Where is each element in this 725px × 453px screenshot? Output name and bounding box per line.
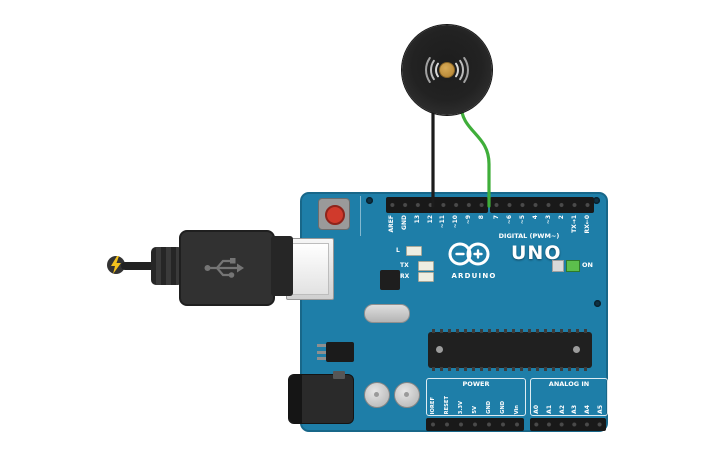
buzzer-sound-waves-icon (425, 57, 469, 83)
reset-button[interactable] (318, 198, 350, 230)
pin-label: 13 (413, 215, 421, 224)
board-model-text: UNO (511, 242, 562, 264)
analog-section: ANALOG IN A0 A1 A2 A3 A4 A5 (530, 378, 608, 416)
capacitor (394, 382, 420, 408)
pin-label: ~10 (452, 215, 460, 229)
usb-trident-icon (204, 258, 244, 278)
pin-label: AREF (388, 215, 396, 233)
power-section: POWER IOREF RESET 3.3V 5V GND GND Vin (426, 378, 526, 416)
led-l (406, 246, 422, 256)
chip-marker-dot (436, 346, 443, 353)
pin-label: ~11 (439, 215, 447, 229)
pin-label: IOREF (430, 396, 437, 414)
pin-label: RX←0 (583, 215, 591, 234)
pin-label: 7 (492, 215, 500, 220)
pin-label: Vin (514, 404, 521, 414)
digital-section-label: DIGITAL (PWM~) (498, 232, 560, 240)
analog-header[interactable] (530, 418, 606, 431)
led-l-label: L (396, 247, 400, 254)
usb-plug-body (179, 230, 275, 306)
capacitor (364, 382, 390, 408)
board-brand-text: ARDUINO (451, 272, 497, 280)
usb-cable-strain-relief (151, 247, 183, 285)
pin-label: GND (486, 401, 493, 414)
pin-label: 5V (472, 406, 479, 414)
silkscreen-line (360, 196, 361, 236)
pin-label: A2 (558, 405, 566, 414)
pin-label: A4 (583, 405, 591, 414)
pin-label: 4 (531, 215, 539, 220)
pin-label: 2 (557, 215, 565, 220)
regulator-leg (317, 344, 326, 347)
piezo-buzzer[interactable] (402, 25, 492, 115)
reset-button-cap (325, 205, 345, 225)
analog-pin-labels: A0 A1 A2 A3 A4 A5 (531, 389, 607, 414)
pin-label: A3 (571, 405, 579, 414)
pin-label: GND (500, 401, 507, 414)
usb-cable[interactable] (105, 225, 297, 307)
pin-label: ~5 (518, 215, 526, 225)
pin-label: ~9 (464, 215, 472, 225)
mounting-hole (366, 197, 373, 204)
pin-label: RESET (444, 395, 451, 414)
led-tx-label: TX (400, 262, 409, 269)
power-header[interactable] (426, 418, 524, 431)
led-rx (418, 272, 434, 282)
usb-interface-chip (380, 270, 400, 290)
regulator-leg (317, 350, 326, 354)
barrel-jack-opening (289, 375, 302, 423)
mounting-hole (593, 197, 600, 204)
pin-label: 8 (477, 215, 485, 220)
barrel-jack-tab (333, 371, 345, 379)
usb-cable-cord (121, 262, 157, 270)
led-rx-label: RX (400, 273, 410, 280)
pin-label: TX→1 (570, 215, 578, 233)
digital-header-left[interactable] (386, 197, 488, 213)
usb-plug-collar (271, 236, 293, 296)
crystal-oscillator (364, 304, 410, 323)
pin-label: ~6 (505, 215, 513, 225)
arduino-infinity-logo-icon (448, 242, 490, 266)
power-section-label: POWER (462, 380, 490, 388)
led-tx (418, 261, 434, 271)
atmega-microcontroller (428, 329, 592, 371)
on-led (566, 260, 580, 272)
regulator-leg (317, 357, 326, 360)
pin-label: A1 (545, 405, 553, 414)
pin-label: A5 (596, 405, 604, 414)
chip-marker-dot (573, 346, 580, 353)
power-pin-labels: IOREF RESET 3.3V 5V GND GND Vin (427, 389, 525, 414)
voltage-regulator (317, 342, 354, 362)
power-barrel-jack (288, 371, 354, 424)
pin-label: 3.3V (458, 400, 465, 414)
pin-label: 12 (426, 215, 434, 224)
buzzer-wire-green[interactable] (459, 102, 491, 208)
buzzer-center-pad (440, 63, 454, 77)
chip-pins (432, 329, 588, 333)
analog-section-label: ANALOG IN (548, 380, 590, 388)
pin-label: ~3 (544, 215, 552, 225)
chip-pins (432, 367, 588, 371)
on-led-pad (552, 260, 564, 272)
pin-label: A0 (533, 405, 541, 414)
on-led-label: ON (582, 261, 593, 269)
pin-label: GND (401, 215, 409, 230)
digital-header-right[interactable] (490, 197, 594, 213)
mounting-hole (594, 300, 601, 307)
power-bolt-icon (107, 256, 125, 274)
arduino-uno-board[interactable]: AREF GND 13 12 ~11 ~10 ~9 8 7 ~6 ~5 4 ~3 2 TX→1 RX←0 D… (286, 192, 608, 432)
